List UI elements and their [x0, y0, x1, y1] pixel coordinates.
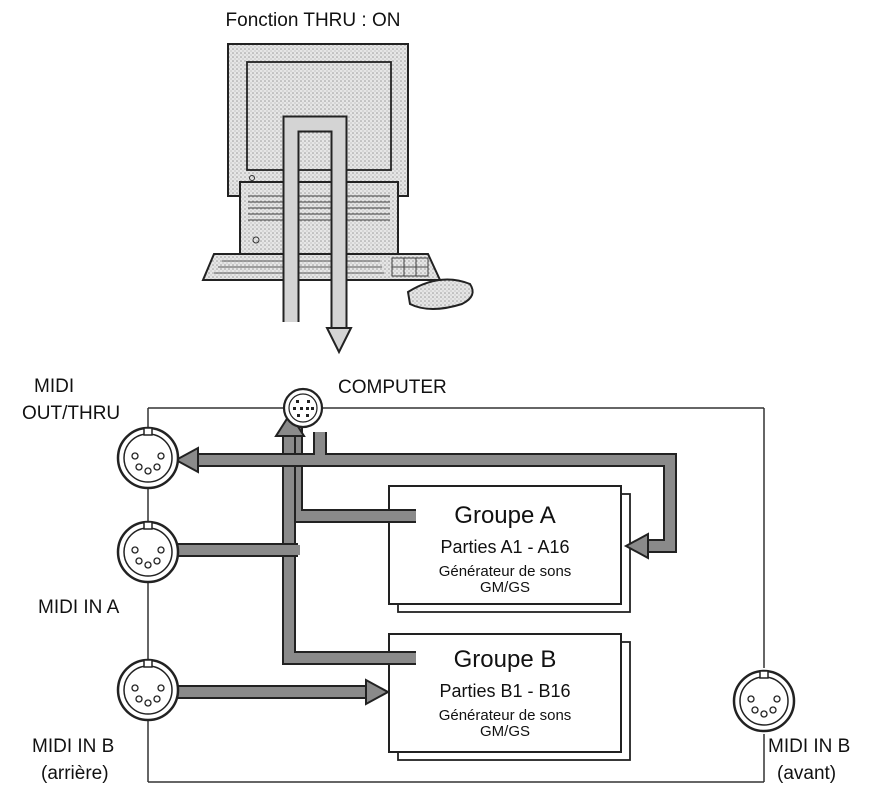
computer-illustration: [201, 43, 474, 310]
midi-out-thru-label-line2: OUT/THRU: [22, 403, 120, 424]
midi-out-thru-connector: [116, 426, 180, 490]
computer-port-label: COMPUTER: [338, 377, 447, 398]
midi-in-b-front-connector: [732, 669, 796, 733]
group-a-box: [388, 485, 631, 613]
group-a-parts: Parties A1 - A16: [440, 537, 569, 557]
device-outline: [147, 407, 765, 783]
midi-out-thru-label-line1: MIDI: [34, 376, 74, 397]
group-a-title: Groupe A: [454, 502, 555, 529]
midi-in-a-connector: [116, 520, 180, 584]
group-b-title: Groupe B: [454, 646, 557, 673]
midi-in-b-front-label-line2: (avant): [777, 763, 836, 784]
signal-arrows: [173, 412, 677, 706]
group-b-generator-line2: GM/GS: [480, 723, 530, 740]
group-a-generator-line2: GM/GS: [480, 579, 530, 596]
midi-in-b-rear-connector: [116, 658, 180, 722]
computer-connector: [282, 387, 324, 429]
group-b-generator-line1: Générateur de sons: [439, 707, 572, 724]
midi-in-b-rear-label-line1: MIDI IN B: [32, 736, 114, 757]
page-title: Fonction THRU : ON: [226, 10, 401, 31]
group-b-parts: Parties B1 - B16: [439, 681, 570, 701]
group-b-box: [388, 633, 631, 761]
midi-in-b-rear-label-line2: (arrière): [41, 763, 109, 784]
thru-arrow: [282, 115, 353, 355]
midi-in-b-front-label-line1: MIDI IN B: [768, 736, 850, 757]
group-a-generator-line1: Générateur de sons: [439, 563, 572, 580]
midi-in-a-label: MIDI IN A: [38, 597, 120, 618]
